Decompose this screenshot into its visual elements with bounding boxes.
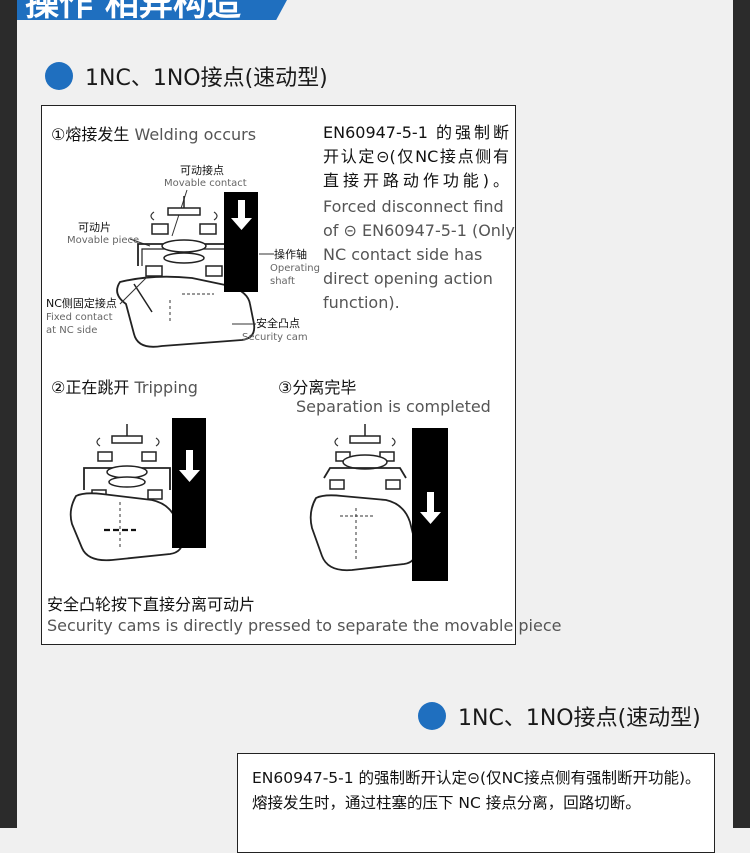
step2-title-cn: ②正在跳开	[51, 378, 130, 397]
security-cam-shape	[69, 492, 184, 562]
operating-shaft	[172, 418, 206, 548]
step3-title-cn: ③分离完毕	[278, 378, 357, 397]
operating-shaft-label-en1: Operating	[270, 263, 320, 274]
security-cam-shape	[116, 275, 256, 348]
description-text: EN60947-5-1 的强制断开认定⊝(仅NC接点侧有强制断开功能)。熔接发生…	[252, 769, 701, 812]
separation-diagram	[309, 424, 448, 581]
welding-diagram: 可动接点 Movable contact 可动片 Movable piece 操…	[46, 164, 320, 348]
down-arrow-icon	[420, 492, 441, 524]
banner-title: 操作 相异构造	[25, 0, 241, 20]
left-frame-strip	[0, 0, 17, 828]
caption-en: Security cams is directly pressed to sep…	[47, 616, 562, 635]
diagram-panel: ①熔接发生 Welding occurs 可动接点 Movable contac…	[41, 105, 561, 645]
down-arrow-icon	[231, 200, 252, 230]
down-arrow-icon	[179, 450, 200, 482]
operating-shaft-label-cn: 操作轴	[274, 247, 307, 261]
step3-title-en: Separation is completed	[296, 397, 491, 416]
nc-fixed-label-en1: Fixed contact	[46, 312, 113, 323]
bullet-dot-icon	[418, 702, 446, 730]
top-banner: 操作 相异构造	[17, 0, 287, 20]
step1-title-en: Welding occurs	[134, 125, 257, 144]
security-cam-label-en: Security cam	[242, 332, 308, 343]
section-heading-2: 1NC、1NO接点(速动型)	[418, 700, 701, 732]
movable-piece-label-en: Movable piece	[67, 235, 139, 246]
forced-disconnect-note: EN60947-5-1 的强制断开认定⊝(仅NC接点侧有直接开路动作功能)。 F…	[323, 121, 515, 315]
section-heading-text: 1NC、1NO接点(速动型)	[458, 706, 701, 731]
right-frame-strip	[733, 0, 750, 828]
note-en: Forced disconnect find of ⊝ EN60947-5-1 …	[323, 197, 515, 312]
movable-piece-label-cn: 可动片	[78, 221, 111, 234]
nc-fixed-label-cn: NC侧固定接点	[46, 296, 117, 310]
nc-fixed-label-en2: at NC side	[46, 325, 97, 336]
bullet-dot-icon	[45, 62, 73, 90]
tripping-diagram	[69, 418, 206, 562]
movable-contact-label-en: Movable contact	[164, 178, 247, 189]
description-panel: EN60947-5-1 的强制断开认定⊝(仅NC接点侧有强制断开功能)。熔接发生…	[237, 753, 715, 853]
movable-contact-label-cn: 可动接点	[180, 164, 224, 177]
step1-title-cn: ①熔接发生	[51, 125, 130, 144]
section-heading-1: 1NC、1NO接点(速动型)	[45, 60, 328, 92]
caption-cn: 安全凸轮按下直接分离可动片	[47, 595, 256, 614]
step1-title: ①熔接发生 Welding occurs	[51, 121, 256, 145]
step2-title-en: Tripping	[134, 378, 198, 397]
section-heading-text: 1NC、1NO接点(速动型)	[85, 66, 328, 91]
step2-title: ②正在跳开 Tripping	[51, 374, 198, 398]
note-cn: EN60947-5-1 的强制断开认定⊝(仅NC接点侧有直接开路动作功能)。	[323, 123, 509, 190]
operating-shaft-label-en2: shaft	[270, 276, 295, 287]
security-cam-shape	[309, 494, 418, 572]
security-cam-label-cn: 安全凸点	[256, 316, 300, 330]
